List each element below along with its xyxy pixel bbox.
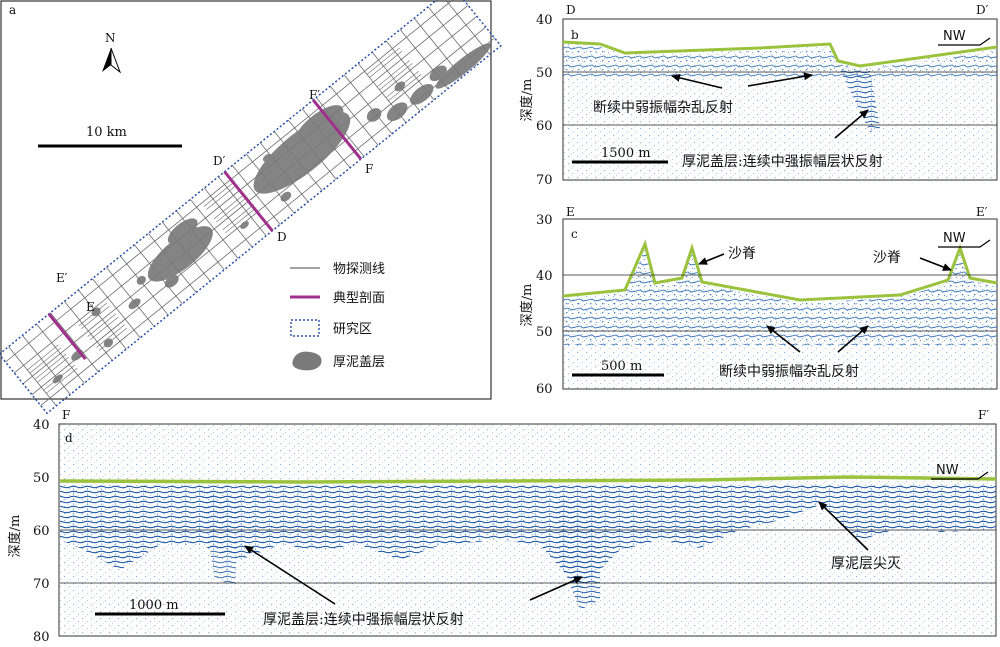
label-d-prime: D′ xyxy=(213,154,226,168)
legend-area-label: 研究区 xyxy=(333,322,372,337)
legend-profile-label: 典型剖面 xyxy=(333,291,385,306)
panel-b-seafloor xyxy=(562,40,998,68)
panel-c-ytick-40: 40 xyxy=(536,269,553,284)
study-area-boundary xyxy=(0,0,502,415)
panel-d-corner-right: F′ xyxy=(978,408,989,422)
legend-mud-symbol xyxy=(292,351,322,371)
panel-c-ytick-30: 30 xyxy=(536,213,553,228)
label-d: D xyxy=(277,230,287,244)
label-f: F xyxy=(365,162,373,176)
panel-c-ytick-60: 60 xyxy=(536,382,553,397)
panel-d-profile: F F′ d 40 50 60 70 80 深度/m NW 1000 m 厚泥盖… xyxy=(7,408,997,645)
panel-d-ylabel: 深度/m xyxy=(7,515,23,558)
panel-c-profile: E E′ c 30 40 50 60 深度/m NW 500 m 沙脊 沙脊 断… xyxy=(519,205,998,397)
label-e-prime: E′ xyxy=(56,271,68,285)
panel-d-ytick-50: 50 xyxy=(33,471,50,486)
panel-c-annotation-ridge-2: 沙脊 xyxy=(873,250,901,266)
panel-b-ylabel: 深度/m xyxy=(519,79,535,122)
panel-c-direction-arrow xyxy=(938,239,991,248)
panel-a-map: a N 10 km xyxy=(0,0,502,415)
label-e: E xyxy=(86,300,95,314)
panel-d-letter: d xyxy=(65,431,73,445)
map-scale-label: 10 km xyxy=(86,125,127,140)
panel-b-annotation-chaotic: 断续中弱振幅杂乱反射 xyxy=(593,99,733,116)
panel-b-corner-right: D′ xyxy=(976,3,989,17)
panel-b-profile: D D′ b 40 50 60 70 深度/m NW 1500 m 断续中弱振幅… xyxy=(519,3,998,188)
panel-d-ytick-40: 40 xyxy=(33,418,50,433)
legend-mud-label: 厚泥盖层 xyxy=(333,355,385,370)
panel-c-ylabel: 深度/m xyxy=(519,284,535,327)
panel-d-annotation-layered: 厚泥盖层:连续中强振幅层状反射 xyxy=(263,611,464,628)
map-legend: 物探测线 典型剖面 研究区 厚泥盖层 xyxy=(290,262,385,371)
panel-d-seafloor xyxy=(59,475,997,484)
panel-c-scale-label: 500 m xyxy=(601,359,642,374)
panel-d-direction: NW xyxy=(936,463,959,478)
panel-a-letter: a xyxy=(9,3,16,17)
typical-profile-lines xyxy=(47,99,363,360)
mud-cover-blobs xyxy=(52,43,491,384)
panel-b-scale-label: 1500 m xyxy=(601,146,651,161)
panel-c-annotation-ridge-1: 沙脊 xyxy=(728,246,756,262)
panel-c-corner-left: E xyxy=(566,205,575,219)
panel-d-direction-arrow xyxy=(931,471,989,480)
panel-d-ytick-70: 70 xyxy=(33,577,50,592)
panel-c-ytick-50: 50 xyxy=(536,325,553,340)
legend-survey-line-label: 物探测线 xyxy=(333,262,385,277)
panel-c-annotation-chaotic: 断续中弱振幅杂乱反射 xyxy=(719,363,859,380)
north-arrow-icon xyxy=(102,47,122,74)
panel-d-scale-label: 1000 m xyxy=(129,598,179,613)
panel-d-ytick-60: 60 xyxy=(33,524,50,539)
panel-b-ytick-50: 50 xyxy=(536,66,553,81)
panel-d-corner-left: F xyxy=(62,408,70,422)
panel-b-ytick-60: 60 xyxy=(536,119,553,134)
panel-c-corner-right: E′ xyxy=(976,205,988,219)
panel-b-ytick-40: 40 xyxy=(536,13,553,28)
panel-d-ytick-80: 80 xyxy=(33,630,50,645)
panel-b-direction-arrow xyxy=(938,37,991,46)
panel-b-annotation-layered: 厚泥盖层:连续中强振幅层状反射 xyxy=(682,153,883,170)
panel-c-letter: c xyxy=(571,227,578,241)
survey-strip xyxy=(0,0,502,415)
panel-b-direction: NW xyxy=(943,29,966,44)
panel-b-ytick-70: 70 xyxy=(536,173,553,188)
north-label: N xyxy=(105,31,116,45)
panel-b-corner-left: D xyxy=(566,3,576,17)
panel-c-seafloor xyxy=(562,239,998,302)
legend-area-symbol xyxy=(290,319,320,337)
panel-d-annotation-pinchout: 厚泥层尖灭 xyxy=(831,556,901,572)
label-f-prime: F′ xyxy=(309,88,320,102)
panel-b-letter: b xyxy=(571,28,579,42)
panel-c-direction: NW xyxy=(943,231,966,246)
